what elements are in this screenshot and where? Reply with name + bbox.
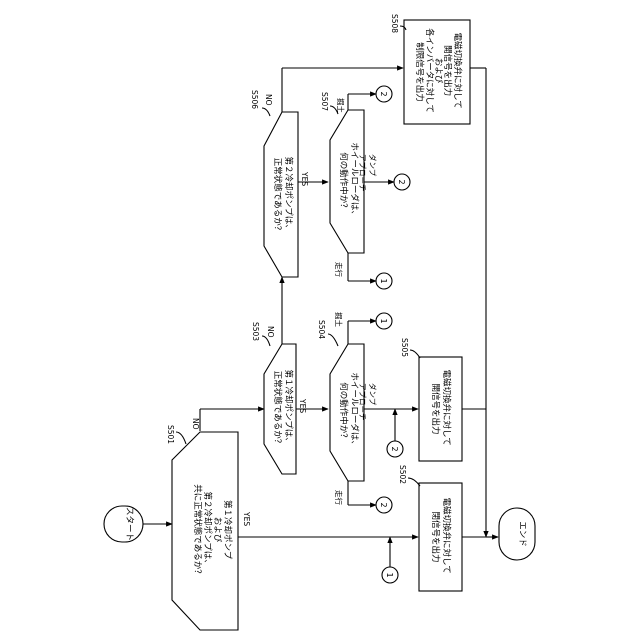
s503-line-2: 正常状態であるか？ (272, 371, 283, 447)
svg-text:ダンプ アプローチ: ダンプ アプローチ (358, 154, 378, 192)
s508-line-1: 電磁切換弁に対して (452, 33, 463, 109)
s504-excavate-label: 掘土 (334, 312, 344, 327)
s507-dump-line-2: アプローチ (358, 154, 367, 192)
s506-yes-label: YES (300, 171, 309, 186)
s506-line-2: 正常状態であるか？ (272, 158, 283, 234)
decision-s501: 第１冷却ポンプ および 第２冷却ポンプは、 共に正常状態であるか？ S501 N… (166, 418, 251, 630)
connector-2-label: 2 (379, 91, 388, 96)
s508-step-label: S508 (390, 14, 399, 33)
s502-line-1: 電磁切換弁に対して (441, 498, 452, 574)
s503-step-label: S503 (251, 322, 260, 341)
s507-line-2: 何の動作中か？ (338, 152, 349, 212)
s501-line-2: および (212, 517, 222, 543)
connector-1-s501: 1 (382, 567, 398, 583)
s501-step-label: S501 (166, 425, 175, 444)
start-terminal: スタート (104, 506, 143, 542)
s506-line-1: 第２冷却ポンプは、 (283, 157, 294, 233)
connector-1-label: 1 (379, 318, 388, 323)
connector-2-s504-travel: 2 (376, 497, 392, 513)
connector-2-s507-dump: 2 (394, 174, 410, 190)
decision-s507: ホイールローダは、 何の動作中か？ S507 掘土 走行 ダンプ アプローチ (320, 92, 378, 277)
s502-step-label: S502 (398, 465, 407, 484)
connector-2-s505: 2 (387, 441, 403, 457)
s504-line-2: 何の動作中か？ (338, 382, 349, 442)
s508-line-4: 各インバータに対して (424, 28, 435, 113)
s506-no-label: NO (264, 94, 273, 106)
decision-s503: 第１冷却ポンプは、 正常状態であるか？ S503 NO YES (251, 322, 307, 474)
connector-1-s504-excavate: 1 (376, 313, 392, 329)
s507-travel-label: 走行 (334, 262, 344, 277)
decision-s506: 第２冷却ポンプは、 正常状態であるか？ S506 NO YES (250, 90, 309, 277)
s501-no-label: NO (191, 418, 200, 430)
connector-2-label: 2 (397, 179, 406, 184)
s505-step-label: S505 (400, 338, 409, 357)
s505-line-2: 開信号を出力 (430, 383, 441, 434)
s501-line-4: 共に正常状態であるか？ (192, 484, 203, 577)
s508-line-5: 制限信号を出力 (414, 42, 425, 102)
svg-text:ダンプ アプローチ: ダンプ アプローチ (358, 383, 378, 421)
s503-yes-label: YES (298, 398, 307, 413)
s501-line-3: 第２冷却ポンプは、 (202, 492, 213, 568)
process-s502: 電磁切換弁に対して 閉信号を出力 S502 (398, 465, 462, 591)
s505-line-1: 電磁切換弁に対して (441, 370, 452, 446)
connector-1-label: 1 (379, 278, 388, 283)
s501-yes-label: YES (242, 511, 251, 526)
s504-travel-label: 走行 (334, 490, 344, 505)
s504-step-label: S504 (317, 320, 326, 339)
connector-1-label: 1 (385, 572, 394, 577)
s501-line-1: 第１冷却ポンプ (222, 500, 233, 560)
s507-excavate-label: 掘土 (336, 98, 346, 113)
connector-1-s507-travel: 1 (376, 273, 392, 289)
end-terminal: エンド (499, 508, 535, 560)
end-label: エンド (517, 521, 527, 547)
s504-dump-line-2: アプローチ (358, 383, 367, 421)
s503-no-label: NO (266, 326, 275, 338)
s502-line-2: 閉信号を出力 (430, 511, 441, 562)
connector-2-s507-excavate: 2 (376, 86, 392, 102)
s503-line-1: 第１冷却ポンプは、 (283, 370, 294, 446)
s504-dump-line-1: ダンプ (368, 383, 378, 406)
s507-dump-line-1: ダンプ (368, 154, 378, 177)
connector-2-label: 2 (390, 446, 399, 451)
connector-2-label: 2 (379, 502, 388, 507)
start-label: スタート (124, 507, 134, 541)
s507-step-label: S507 (320, 92, 329, 111)
s506-step-label: S506 (250, 90, 259, 109)
process-s505: 電磁切換弁に対して 開信号を出力 S505 (400, 338, 462, 461)
process-s508: 電磁切換弁に対して 開信号を出力 および 各インバータに対して 制限信号を出力 … (390, 14, 470, 124)
